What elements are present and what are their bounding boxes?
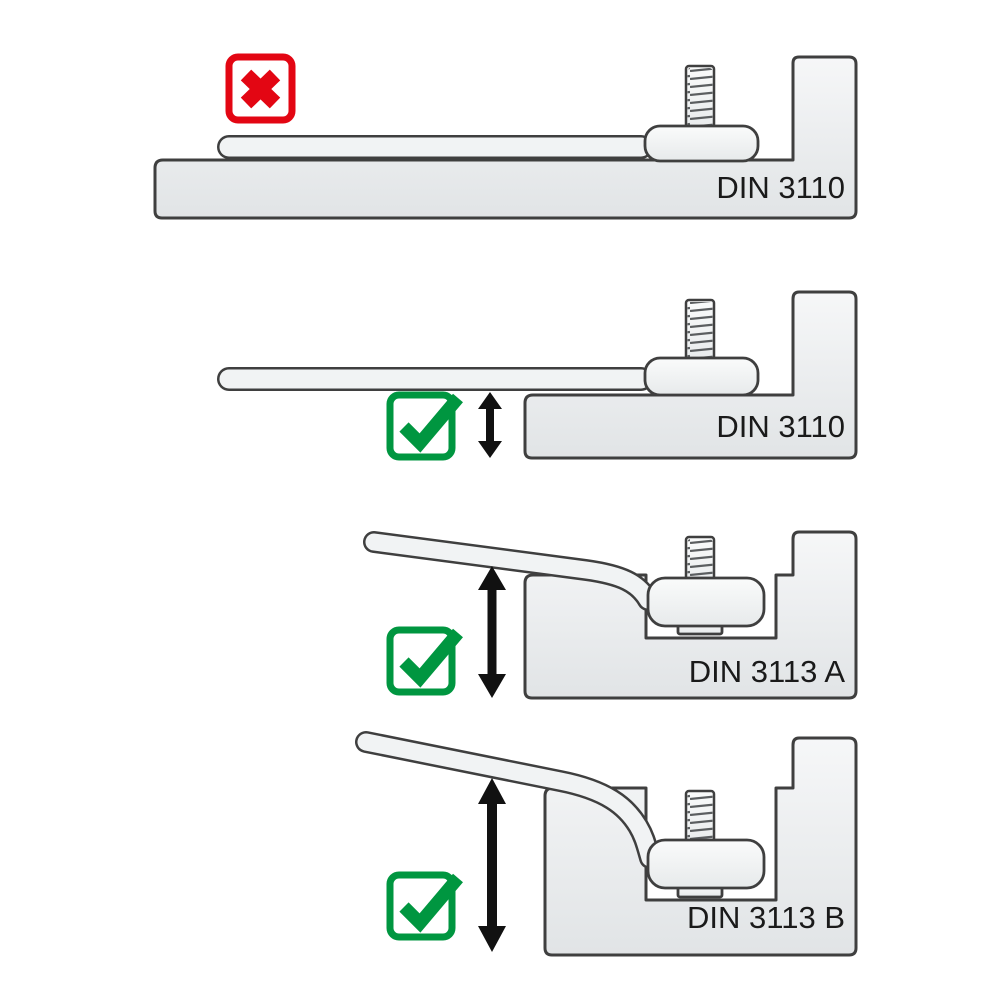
panel-1-din3110-blocked: DIN 3110 xyxy=(153,53,858,220)
bolt-thread-texture xyxy=(687,68,713,130)
wrench-handle xyxy=(357,733,659,867)
din-label: DIN 3113 B xyxy=(687,900,845,935)
panel-3-din3113a: DIN 3113 A xyxy=(363,530,858,700)
check-mark-icon xyxy=(399,628,463,688)
fixture-block-and-wall xyxy=(523,290,858,460)
check-mark-box xyxy=(386,626,456,696)
check-mark-box xyxy=(386,871,456,941)
wrench-handle xyxy=(365,533,657,609)
din-label: DIN 3110 xyxy=(716,409,845,444)
bolt-thread-texture xyxy=(687,539,713,584)
fixture-block-and-wall xyxy=(523,530,858,700)
fixture-block-and-wall xyxy=(543,736,858,957)
panel-2-din3110-clearance: DIN 3110 xyxy=(217,290,858,461)
wrench-ring-head xyxy=(646,838,766,890)
wrench-ring-head xyxy=(643,124,760,163)
check-mark-box xyxy=(386,391,456,461)
check-mark-icon xyxy=(399,393,463,453)
din-label: DIN 3113 A xyxy=(689,654,846,689)
bolt-thread-texture xyxy=(687,302,713,362)
wrench-ring-head xyxy=(646,576,766,628)
clearance-double-arrow-large xyxy=(478,778,506,952)
din-label: DIN 3110 xyxy=(716,170,845,205)
x-mark-icon xyxy=(240,69,281,109)
fixture-slab-and-wall xyxy=(153,55,858,220)
panel-4-din3113b: DIN 3113 B xyxy=(355,731,858,957)
wrench-ring-head xyxy=(643,356,760,397)
clearance-double-arrow-medium xyxy=(478,566,506,698)
check-mark-icon xyxy=(399,873,463,933)
bolt-thread-texture xyxy=(687,793,713,841)
clearance-double-arrow-small xyxy=(478,392,502,458)
